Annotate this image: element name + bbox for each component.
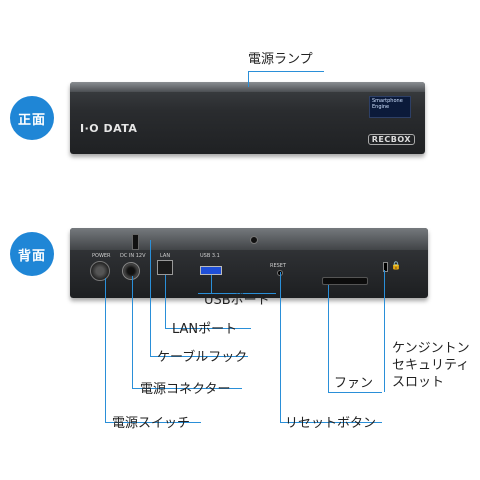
usb-port: [200, 266, 222, 275]
leader-lan-h: [165, 328, 251, 329]
lcd-display: Smartphone Engine: [369, 96, 411, 118]
label-power-lamp: 電源ランプ: [248, 52, 313, 67]
lan-port: [157, 260, 173, 275]
label-cable-hook: ケーブルフック: [157, 350, 248, 365]
label-reset-button: リセットボタン: [285, 416, 377, 431]
leader-power-lamp-h: [248, 71, 324, 72]
back-badge-text: 背面: [17, 248, 46, 264]
device-front-view: I·O DATA Smartphone Engine RECBOX: [70, 82, 425, 154]
front-badge: 正面: [10, 96, 54, 140]
leader-dc-h: [132, 388, 242, 389]
leader-reset-h: [280, 422, 382, 423]
port-label-reset: RESET: [270, 263, 287, 269]
fan-slot: [322, 277, 368, 285]
kensington-slot: [383, 262, 388, 272]
leader-power-lamp-v: [248, 71, 249, 87]
front-badge-text: 正面: [17, 112, 46, 128]
port-label-usb: USB 3.1: [200, 253, 220, 259]
leader-kensington-v: [384, 270, 385, 392]
leader-dc-v: [132, 276, 133, 388]
label-lan-port: LANポート: [172, 322, 238, 337]
back-badge: 背面: [10, 232, 54, 276]
device-back-top: [70, 228, 428, 250]
screw: [250, 236, 258, 244]
label-power-switch: 電源スイッチ: [112, 416, 191, 431]
dc-jack: [122, 262, 140, 280]
leader-lan-v: [165, 275, 166, 328]
brand-logo: I·O DATA: [80, 122, 138, 135]
model-logo: RECBOX: [367, 134, 415, 145]
label-kensington: ケンジントン セキュリティ スロット: [392, 341, 470, 390]
label-usb-port: USBポート: [204, 293, 270, 308]
cable-hook: [132, 234, 139, 250]
leader-usb-v: [211, 275, 212, 293]
port-label-dc-in: DC IN 12V: [120, 253, 146, 259]
port-label-power: POWER: [92, 253, 111, 259]
lock-icon: 🔒: [391, 261, 401, 270]
label-fan: ファン: [334, 376, 374, 391]
label-power-connector: 電源コネクター: [140, 382, 231, 397]
leader-fan-h: [328, 392, 382, 393]
lcd-text: Smartphone Engine: [372, 98, 403, 110]
device-back-view: POWER DC IN 12V LAN USB 3.1 RESET 🔒: [70, 228, 428, 298]
power-switch: [90, 261, 110, 281]
leader-usb-h: [198, 293, 276, 294]
leader-fan-v: [328, 285, 329, 392]
leader-power-v: [105, 278, 106, 422]
leader-reset-v: [280, 272, 281, 422]
leader-hook-v: [150, 240, 151, 356]
port-label-lan: LAN: [160, 253, 171, 259]
leader-hook-h: [150, 356, 248, 357]
device-front-top: [70, 82, 425, 92]
leader-power-h: [105, 422, 201, 423]
